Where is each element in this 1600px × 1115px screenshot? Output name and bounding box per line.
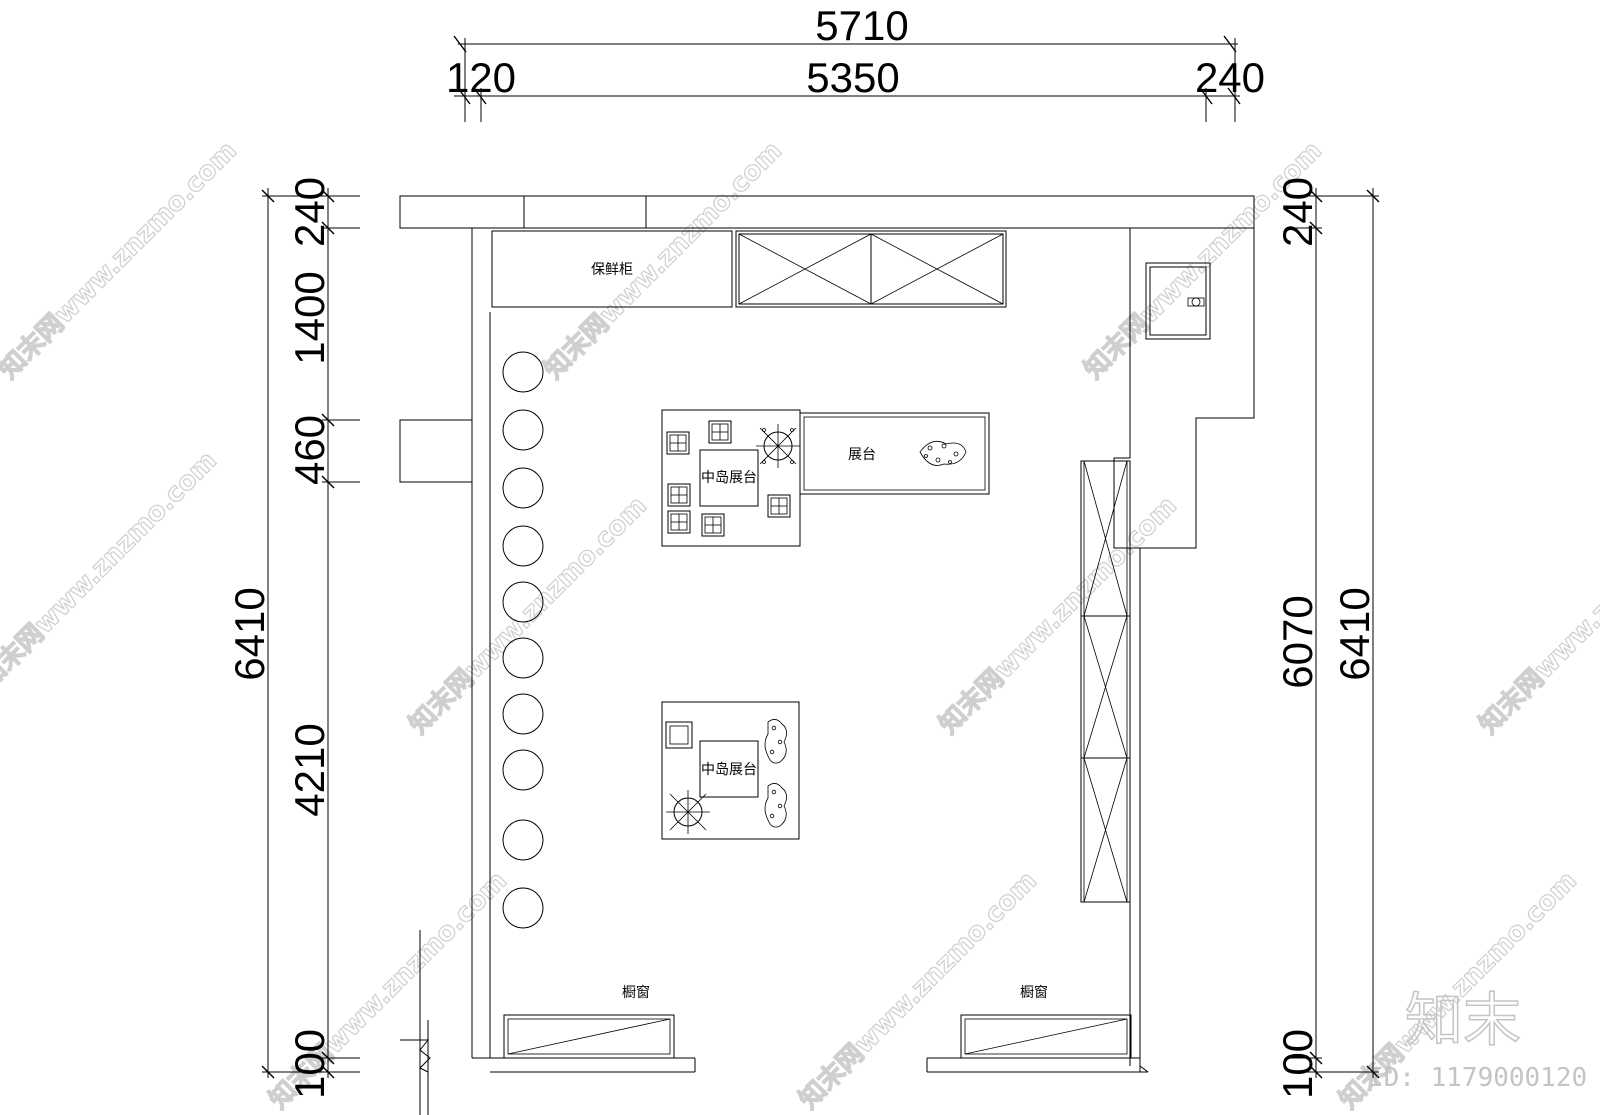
island-display-1: 中岛展台 [661, 409, 801, 547]
dim-top-overall: 5710 [815, 2, 908, 49]
shop-window-left: 橱窗 [503, 984, 675, 1059]
right-dimensions: 240 6070 6410 100 [1274, 177, 1380, 1099]
dim-left-240: 240 [286, 177, 333, 247]
dim-left-overall: 6410 [226, 587, 273, 680]
dim-top-left: 120 [446, 54, 516, 101]
dim-left-1400: 1400 [286, 271, 333, 364]
island-display-1-label: 中岛展台 [701, 470, 757, 486]
display-stand-label: 展台 [848, 447, 876, 463]
display-stand: 展台 [799, 412, 990, 495]
dim-top-middle: 5350 [806, 54, 899, 101]
dim-right-240: 240 [1274, 177, 1321, 247]
brand-watermark: 知末 [1405, 986, 1521, 1054]
shop-window-right-label: 橱窗 [1020, 984, 1048, 1001]
dim-left-460: 460 [286, 415, 333, 485]
watermark-text: 知末网www.znzmo.com [1079, 136, 1328, 385]
watermark-text: 知末网www.znzmo.com [539, 136, 788, 385]
left-dimensions: 6410 240 1400 460 4210 100 [226, 177, 360, 1099]
round-seats [502, 351, 544, 929]
watermark-text: 知末网www.znzmo.com [934, 491, 1183, 740]
fresh-cabinet-label: 保鲜柜 [591, 262, 633, 278]
dim-left-100: 100 [286, 1029, 333, 1099]
top-dimensions: 5710 120 5350 240 [446, 2, 1265, 122]
island-display-2-label: 中岛展台 [701, 762, 757, 778]
watermark-text: 知末网www.znzmo.com [1474, 491, 1600, 740]
dim-left-4210: 4210 [286, 723, 333, 816]
fresh-cabinet [491, 230, 733, 308]
shrub-icon [919, 440, 967, 466]
shop-window-right: 橱窗 [960, 984, 1132, 1059]
sink [1145, 262, 1211, 340]
dim-top-right: 240 [1195, 54, 1265, 101]
shrub-icon [764, 783, 787, 828]
shop-window-left-label: 橱窗 [622, 984, 650, 1001]
top-cabinets: 保鲜柜 [491, 230, 1007, 308]
right-shelving [1080, 460, 1131, 903]
stool-icon [666, 431, 690, 455]
dim-right-inner: 6070 [1274, 595, 1321, 688]
stool-icon [767, 494, 791, 518]
watermark-text: 知末网www.znzmo.com [0, 136, 243, 385]
stool-icon [665, 721, 693, 749]
id-watermark: ID: 1179000120 [1368, 1063, 1587, 1093]
stool-icon [708, 420, 732, 444]
dim-right-overall: 6410 [1331, 587, 1378, 680]
watermark-text: 知末网www.znzmo.com [404, 491, 653, 740]
stool-icon [701, 513, 725, 537]
stool-icon [667, 510, 691, 534]
plant-icon [756, 424, 800, 468]
dim-right-100: 100 [1274, 1029, 1321, 1099]
plant-icon [666, 790, 710, 834]
watermark-text: 知末网www.znzmo.com [794, 866, 1043, 1115]
island-display-2: 中岛展台 [661, 701, 800, 840]
stool-icon [667, 483, 691, 507]
shrub-icon [764, 719, 787, 764]
watermark-text: 知末网www.znzmo.com [0, 446, 223, 695]
